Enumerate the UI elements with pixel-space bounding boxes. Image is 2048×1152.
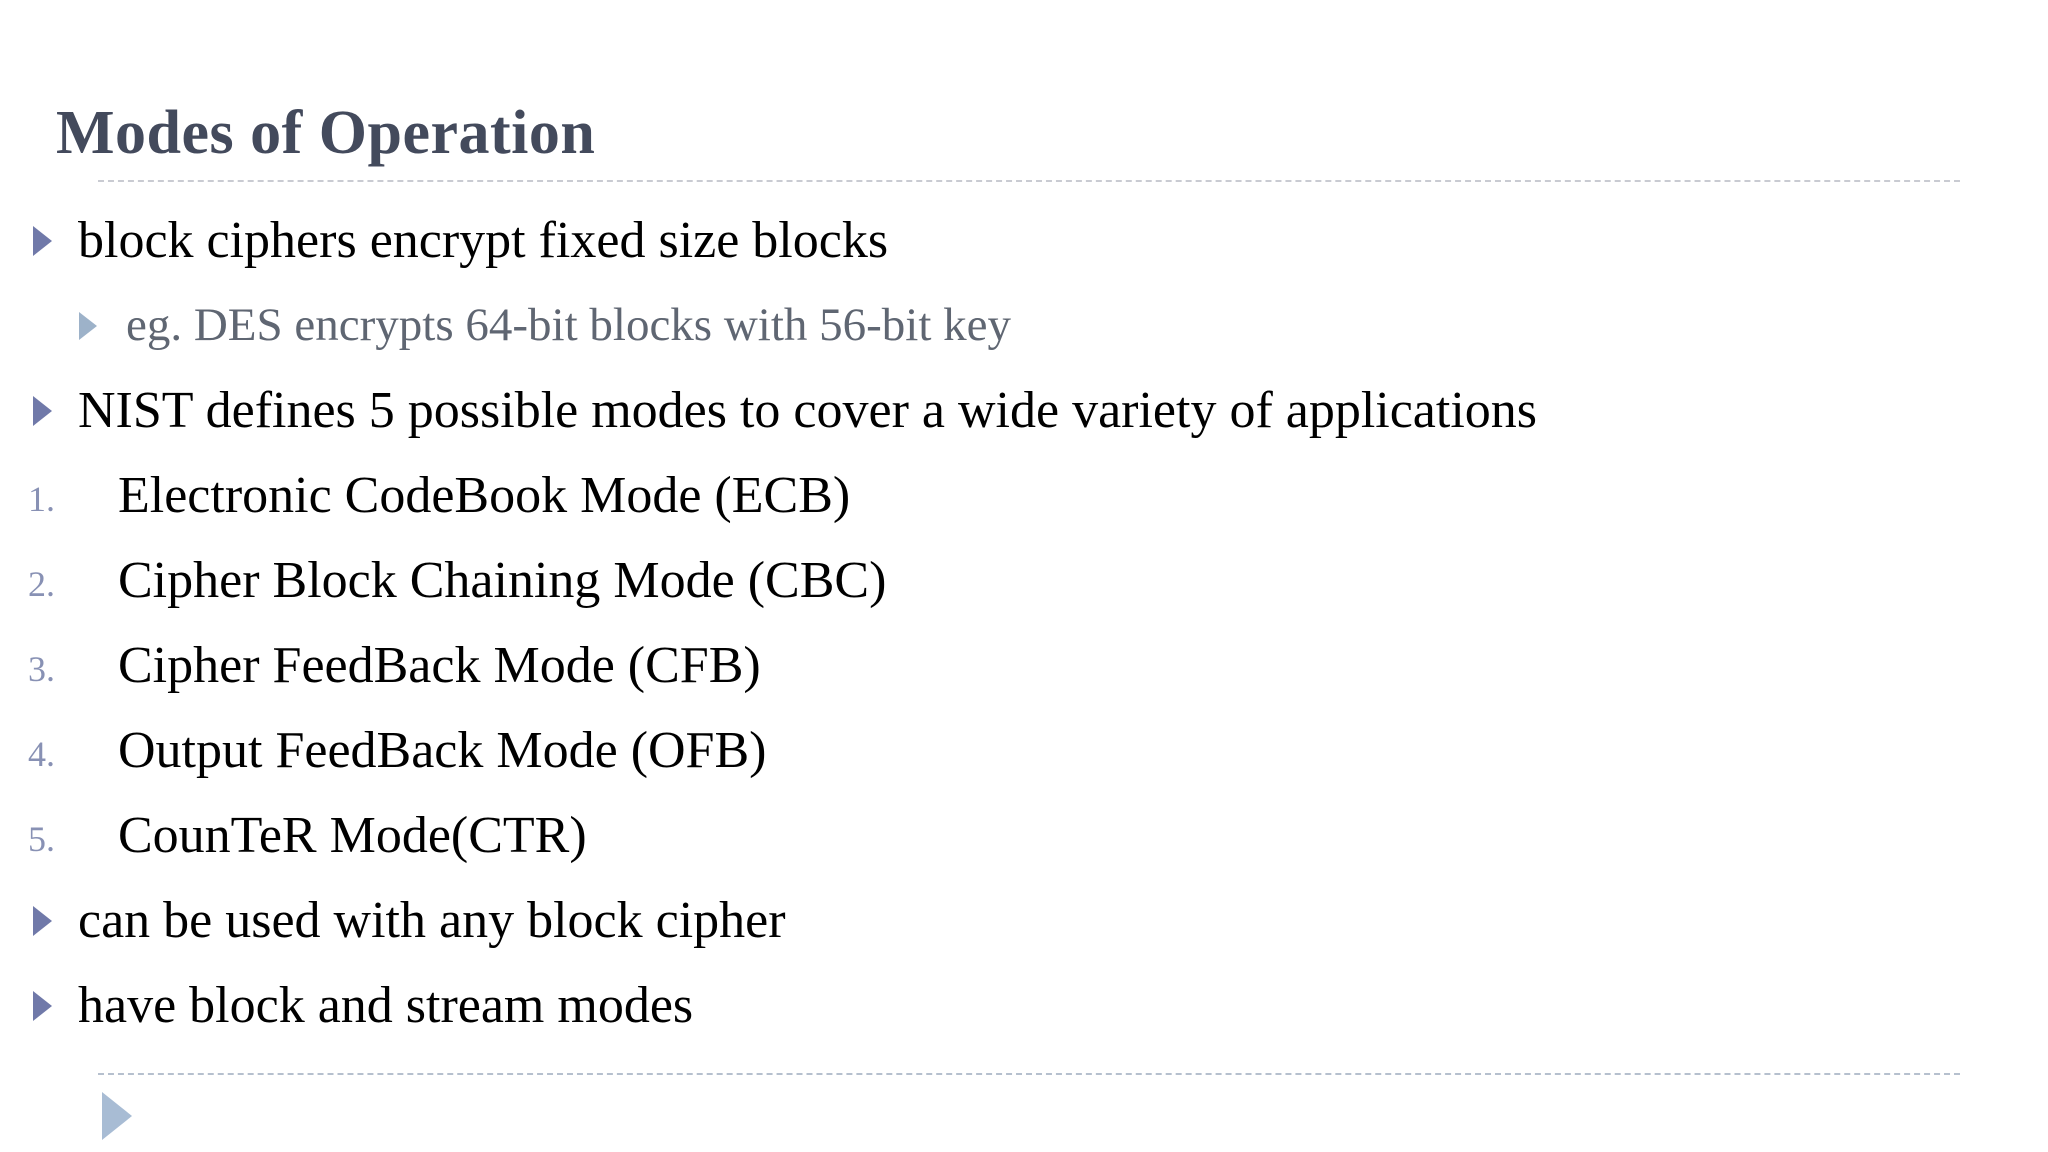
title-divider <box>98 180 1960 182</box>
list-number-marker: 2. <box>28 564 55 604</box>
list-item[interactable]: NIST defines 5 possible modes to cover a… <box>0 368 2048 453</box>
list-item-label: Electronic CodeBook Mode (ECB) <box>118 467 851 524</box>
list-number-marker: 5. <box>28 819 55 859</box>
list-number-marker: 4. <box>28 734 55 774</box>
triangle-bullet-icon <box>33 990 52 1021</box>
list-item[interactable]: block ciphers encrypt fixed size blocks <box>0 198 2048 283</box>
list-item[interactable]: can be used with any block cipher <box>0 878 2048 963</box>
list-item-label: can be used with any block cipher <box>78 892 786 949</box>
title-block: Modes of Operation <box>0 96 2048 196</box>
list-number-marker: 1. <box>28 479 55 519</box>
list-item[interactable]: have block and stream modes <box>0 963 2048 1048</box>
list-item-sub[interactable]: eg. DES encrypts 64-bit blocks with 56-b… <box>0 283 2048 368</box>
list-item-label: have block and stream modes <box>78 977 694 1034</box>
list-number-marker: 3. <box>28 649 55 689</box>
numbered-list-item-3[interactable]: 3. Cipher FeedBack Mode (CFB) <box>0 623 2048 708</box>
triangle-bullet-icon <box>33 395 52 426</box>
numbered-list-item-1[interactable]: 1. Electronic CodeBook Mode (ECB) <box>0 453 2048 538</box>
list-item-label: eg. DES encrypts 64-bit blocks with 56-b… <box>126 299 1012 351</box>
page-title: Modes of Operation <box>56 99 596 167</box>
footer-triangle-bullet-icon[interactable] <box>102 1092 132 1140</box>
list-item-label: Cipher FeedBack Mode (CFB) <box>118 637 761 694</box>
list-item-label: Output FeedBack Mode (OFB) <box>118 722 767 779</box>
content-list: block ciphers encrypt fixed size blocks … <box>0 198 2048 1048</box>
numbered-list-item-5[interactable]: 5. CounTeR Mode(CTR) <box>0 793 2048 878</box>
list-item-label: CounTeR Mode(CTR) <box>118 807 587 864</box>
numbered-list-item-4[interactable]: 4. Output FeedBack Mode (OFB) <box>0 708 2048 793</box>
triangle-bullet-icon <box>33 225 52 256</box>
numbered-list-item-2[interactable]: 2. Cipher Block Chaining Mode (CBC) <box>0 538 2048 623</box>
triangle-bullet-icon <box>79 311 97 340</box>
list-item-label: Cipher Block Chaining Mode (CBC) <box>118 552 887 609</box>
triangle-bullet-icon <box>33 905 52 936</box>
list-item-label: block ciphers encrypt fixed size blocks <box>78 212 889 269</box>
list-item-label: NIST defines 5 possible modes to cover a… <box>78 382 1538 439</box>
footer-divider <box>98 1073 1960 1075</box>
